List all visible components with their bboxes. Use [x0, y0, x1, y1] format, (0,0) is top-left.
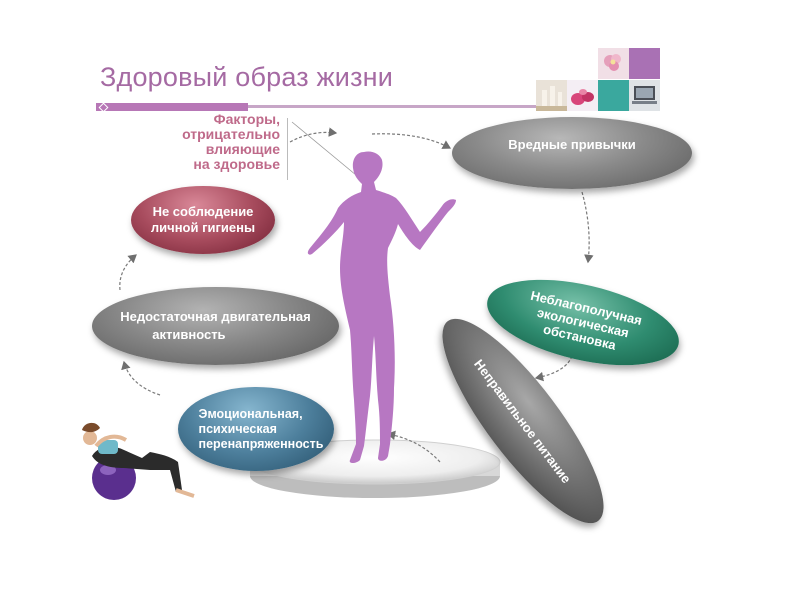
thumb-flower-icon: [598, 48, 629, 79]
caption-bracket: [287, 118, 288, 180]
arrow-habits-to-ecology: [581, 191, 594, 264]
thumb-stones-icon: [567, 80, 598, 111]
thumb-teal-tile: [598, 80, 629, 111]
arrow-activity-to-hygiene: [119, 254, 137, 291]
title-rule-accent: [96, 103, 248, 111]
arrow-caption-diagonal: [291, 121, 363, 181]
slide-title: Здоровый образ жизни: [100, 62, 394, 92]
factor-emotional-stress: Эмоциональная, психическая перенапряженн…: [178, 387, 334, 471]
arrow-emotion-to-activity: [121, 360, 161, 396]
caption-line: отрицательно: [182, 126, 280, 142]
factor-label: Вредные привычки: [508, 137, 636, 152]
thumb-notebook-icon: [629, 80, 660, 111]
factor-hygiene: Не соблюдение личной гигиены: [131, 186, 275, 254]
caption-line: влияющие: [205, 141, 280, 157]
caption-line: Факторы,: [213, 111, 280, 127]
factor-physical-activity: Недостаточная двигательная активность: [92, 287, 339, 365]
factor-harmful-habits: Вредные привычки: [452, 117, 692, 189]
thumb-purple-tile: [629, 48, 660, 79]
arrow-caption-to-center: [289, 127, 338, 143]
factor-label-line: личной гигиены: [150, 220, 256, 235]
arrow-top-to-habits: [371, 133, 452, 149]
title-rule: [96, 105, 656, 108]
factor-label-line: активность: [152, 327, 226, 342]
exercise-girl-illustration: [82, 422, 195, 500]
factor-label-line: Не соблюдение: [152, 204, 254, 219]
arrow-ecology-to-food: [534, 355, 573, 382]
factor-label-line: психическая: [198, 421, 277, 436]
caption-line: на здоровье: [193, 156, 280, 172]
woman-silhouette: [307, 151, 456, 463]
factor-label-line: Эмоциональная,: [198, 406, 303, 421]
factor-label-line: перенапряженность: [198, 436, 324, 451]
factor-label-line: Недостаточная двигательная: [120, 309, 311, 324]
thumb-candles-icon: [536, 80, 567, 111]
factors-caption: Факторы, отрицательно влияющие на здоров…: [150, 112, 280, 172]
